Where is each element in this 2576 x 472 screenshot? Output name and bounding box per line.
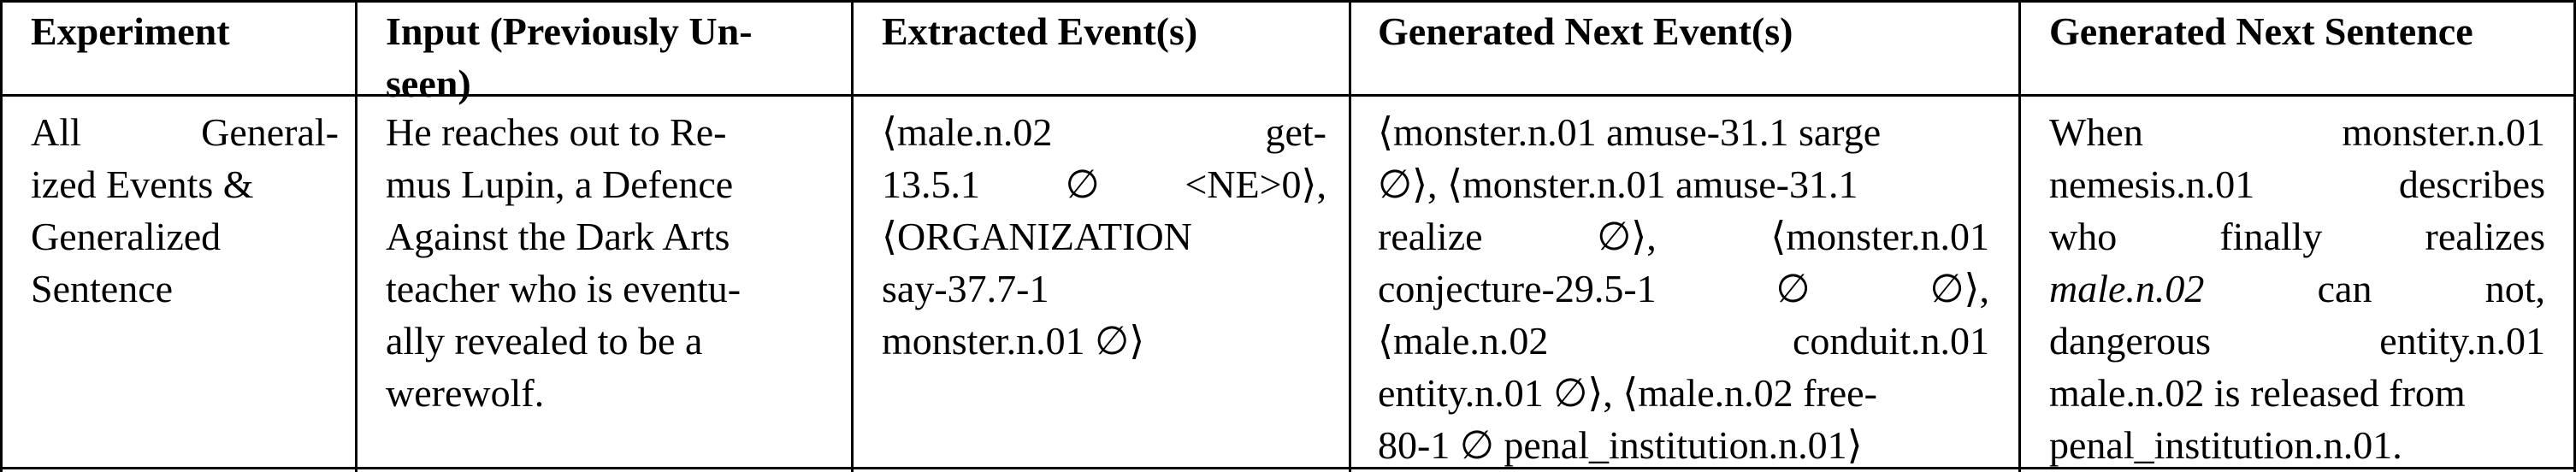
header-extracted-events: Extracted Event(s) <box>882 9 1198 53</box>
header-rule <box>0 94 2576 97</box>
text-line: conjecture-29.5-1 ∅ ∅⟩, <box>1378 267 1989 310</box>
cell-extracted-events: ⟨male.n.02 get- 13.5.1 ∅ <NE>0⟩, ⟨ORGANI… <box>882 106 1326 367</box>
text-line: When monster.n.01 <box>2049 110 2545 154</box>
bottom-rule <box>0 467 2576 469</box>
column-divider <box>0 0 3 472</box>
text-line: ⟨male.n.02 conduit.n.01 <box>1378 319 1989 363</box>
column-divider <box>2018 0 2021 472</box>
text-line: nemesis.n.01 describes <box>2049 162 2545 206</box>
text-line: 13.5.1 ∅ <NE>0⟩, <box>882 162 1326 206</box>
text-line: who finally realizes <box>2049 215 2545 258</box>
column-divider <box>355 0 357 472</box>
header-input: Input (Previously Un- seen) <box>386 9 753 105</box>
cell-generated-events: ⟨monster.n.01 amuse-31.1 sarge ∅⟩, ⟨mons… <box>1378 110 1989 467</box>
header-generated-events: Generated Next Event(s) <box>1378 9 1793 53</box>
text-line: dangerous entity.n.01 <box>2049 319 2545 363</box>
column-divider <box>1349 0 1351 472</box>
header-experiment: Experiment <box>31 9 230 53</box>
cell-experiment: All General- ized Events & Generalized S… <box>31 106 339 315</box>
header-generated-sentence: Generated Next Sentence <box>2049 9 2473 53</box>
text-line: All General- <box>31 110 339 154</box>
cell-input: He reaches out to Re- mus Lupin, a Defen… <box>386 110 741 415</box>
column-divider <box>851 0 854 472</box>
text-line: realize ∅⟩, ⟨monster.n.01 <box>1378 215 1989 258</box>
top-rule <box>0 0 2576 3</box>
cell-generated-sentence: When monster.n.01 nemesis.n.01 describes… <box>2049 106 2545 471</box>
column-divider <box>2573 0 2576 472</box>
text-line: male.n.02 can not, <box>2049 267 2545 310</box>
text-line: ⟨male.n.02 get- <box>882 110 1326 154</box>
